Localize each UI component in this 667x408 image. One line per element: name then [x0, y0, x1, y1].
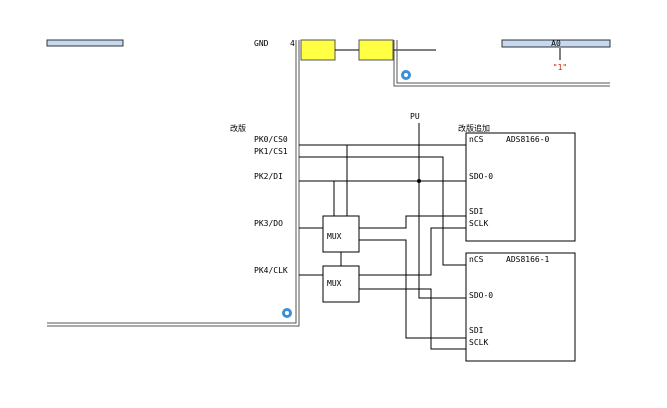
adc1-box — [465, 252, 576, 362]
mount-hole-icon-2 — [282, 308, 292, 318]
yellow-connector-2 — [358, 39, 394, 61]
adc1-title: ADS8166-1 — [506, 255, 550, 264]
left-component-outline — [47, 40, 300, 327]
adc1-pin-sdo: SDO-0 — [469, 291, 493, 300]
adc0-pin-sdo: SDO-0 — [469, 172, 493, 181]
pin-label-pk4: PK4/CLK — [254, 266, 288, 275]
adc0-pin-ncs: nCS — [469, 135, 484, 144]
left-header-bar — [46, 39, 124, 47]
mux-label-1: MUX — [327, 232, 342, 241]
pin-label-pk2: PK2/DI — [254, 172, 283, 181]
adc1-pin-ncs: nCS — [469, 255, 484, 264]
yellow-connector-1 — [300, 39, 336, 61]
right-header-bar — [501, 39, 611, 48]
adc0-box — [465, 132, 576, 242]
adc0-pin-sclk: SCLK — [469, 219, 488, 228]
mux-label-2: MUX — [327, 279, 342, 288]
pin-label-gnd: GND — [254, 39, 269, 48]
adc0-pin-sdi: SDI — [469, 207, 484, 216]
mount-hole-icon — [401, 70, 411, 80]
pin-label-pk1: PK1/CS1 — [254, 147, 288, 156]
right-component-outline — [393, 40, 610, 87]
adc1-pin-sdi: SDI — [469, 326, 484, 335]
right-header-sublabel: "1" — [553, 63, 567, 72]
pullup-label: PU — [410, 112, 420, 121]
right-header-label: A0 — [551, 39, 561, 48]
adc0-title: ADS8166-0 — [506, 135, 550, 144]
adc1-pin-sclk: SCLK — [469, 338, 488, 347]
pin-number-4: 4 — [290, 39, 295, 48]
signal-wires — [299, 123, 466, 350]
pin-label-pk3: PK3/DO — [254, 219, 283, 228]
revision-note-left: 改版 — [230, 123, 246, 133]
revision-note-adc: 改版追加 — [458, 123, 490, 133]
pin-label-pk0: PK0/CS0 — [254, 135, 288, 144]
